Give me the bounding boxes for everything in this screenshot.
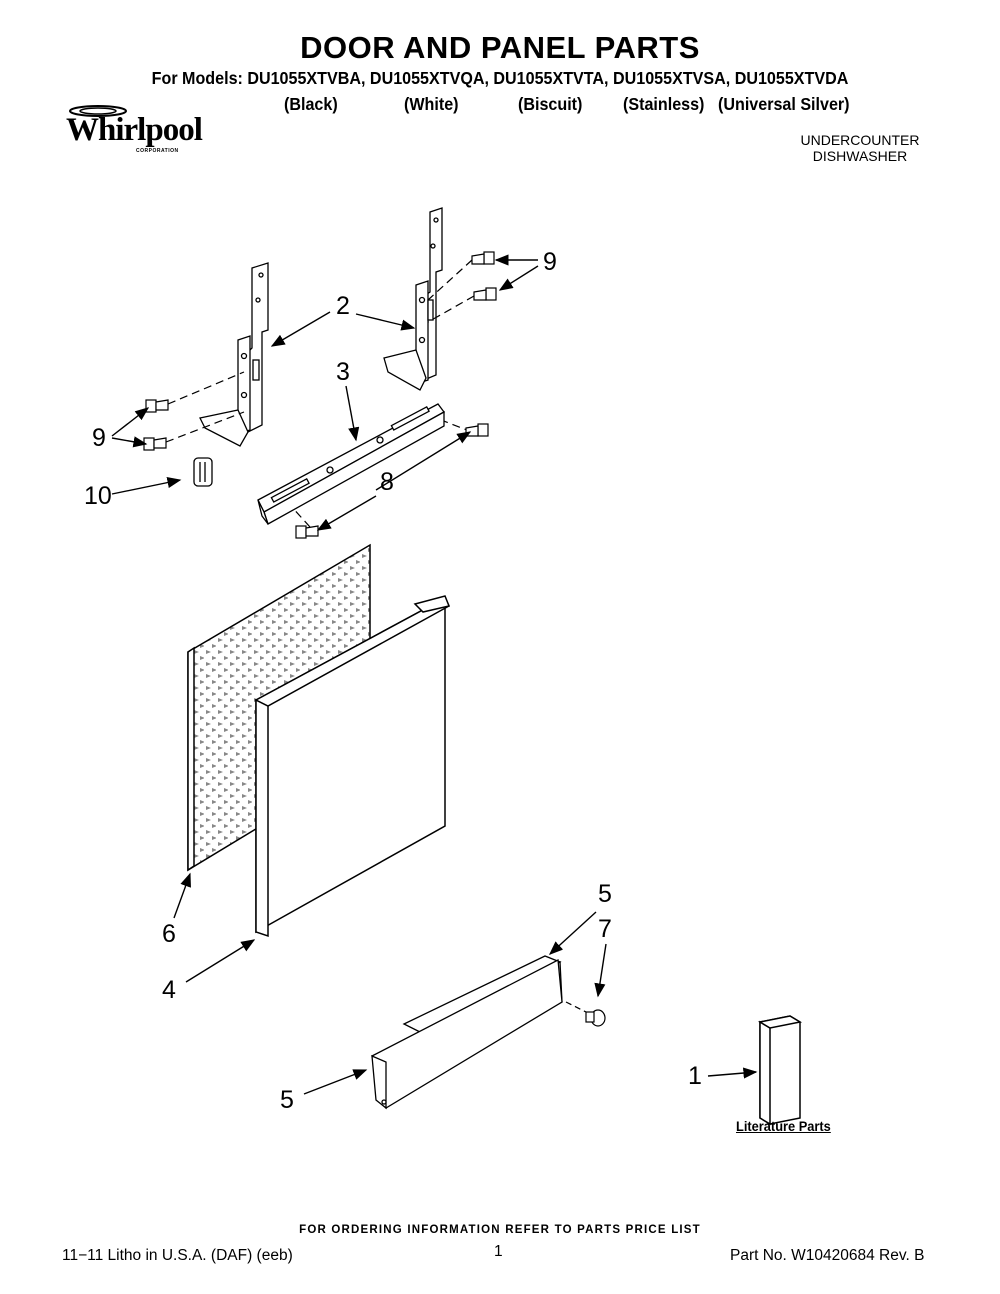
logo-corporation: CORPORATION — [136, 148, 179, 154]
footer-litho: 11−11 Litho in U.S.A. (DAF) (eeb) — [62, 1247, 293, 1264]
color-universal-silver: (Universal Silver) — [718, 94, 850, 114]
footer-part-number: Part No. W10420684 Rev. B — [730, 1247, 925, 1264]
callout-3: 3 — [336, 358, 350, 386]
callout-9-left: 9 — [92, 424, 106, 452]
product-line-1: UNDERCOUNTER — [800, 132, 920, 148]
logo-swirl-icon — [69, 105, 127, 117]
callout-6: 6 — [162, 920, 176, 948]
callout-5-upper: 5 — [598, 880, 612, 908]
callout-5-lower: 5 — [280, 1086, 294, 1114]
hinge-bracket-left — [199, 262, 269, 447]
whirlpool-logo: Whirlpool CORPORATION — [66, 104, 226, 160]
callout-1: 1 — [688, 1062, 702, 1090]
support-rail — [257, 403, 445, 525]
screw-9-left-a — [145, 399, 169, 413]
footer-page-number: 1 — [494, 1243, 503, 1260]
callout-2: 2 — [336, 292, 350, 320]
callout-10: 10 — [84, 482, 112, 510]
toe-panel-lower — [371, 958, 563, 1110]
screw-7 — [585, 1009, 606, 1027]
page-title: DOOR AND PANEL PARTS — [300, 30, 700, 65]
product-type: UNDERCOUNTER DISHWASHER — [740, 132, 980, 164]
color-biscuit: (Biscuit) — [518, 94, 583, 114]
screw-8-left — [295, 525, 319, 539]
ordering-note: FOR ORDERING INFORMATION REFER TO PARTS … — [299, 1224, 701, 1236]
hinge-bracket-right — [383, 207, 443, 391]
screw-9-right-a — [471, 251, 495, 265]
callout-8: 8 — [380, 468, 394, 496]
door-panel — [254, 595, 451, 938]
callout-4: 4 — [162, 976, 176, 1004]
callout-9-right: 9 — [543, 248, 557, 276]
color-stainless: (Stainless) — [623, 94, 705, 114]
screw-guide-lines — [165, 259, 475, 528]
literature-book — [757, 1015, 803, 1126]
logo-wordmark: Whirlpool — [66, 112, 203, 148]
screw-9-right-b — [473, 287, 497, 301]
color-black: (Black) — [284, 94, 338, 114]
door-clip — [193, 457, 213, 487]
product-line-2: DISHWASHER — [812, 148, 908, 164]
screw-8-right — [465, 423, 489, 437]
literature-parts-label: Literature Parts — [736, 1119, 831, 1134]
color-white: (White) — [404, 94, 459, 114]
leader-arrows — [111, 254, 758, 1095]
callout-7: 7 — [598, 915, 612, 943]
screw-9-left-b — [143, 437, 167, 451]
models-line: For Models: DU1055XTVBA, DU1055XTVQA, DU… — [151, 68, 849, 88]
